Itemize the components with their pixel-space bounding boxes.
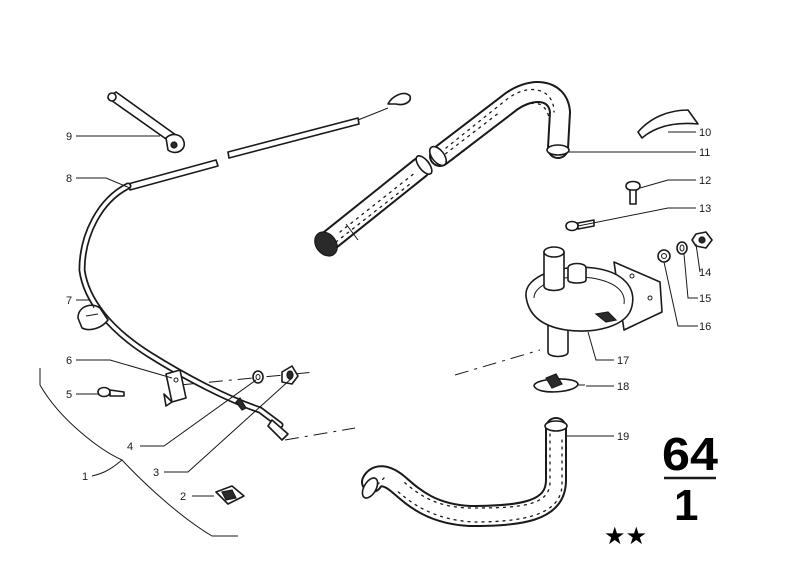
hose-part-11 [428,81,571,167]
callout-11: 11 [699,147,710,159]
hose-part-19 [361,417,568,527]
callout-13: 13 [699,203,711,215]
screw-part-5 [97,386,125,398]
nut-part-3 [281,365,299,385]
nut-part-2 [215,485,245,505]
valve-part-17 [525,246,663,358]
callout-18: 18 [617,381,629,393]
nut-part-14 [691,231,713,249]
callout-labels: 1 2 3 4 5 6 7 8 9 10 11 12 13 14 15 16 1… [66,127,711,503]
callout-9: 9 [66,131,72,143]
callout-1: 1 [82,471,88,483]
bracket-part-9 [107,91,186,154]
callout-10: 10 [699,127,711,139]
washer-part-15 [676,241,688,255]
leader-lines [39,131,716,537]
strip-part-10 [637,109,699,139]
callout-5: 5 [66,389,72,401]
callout-7: 7 [66,295,72,307]
callout-6: 6 [66,355,72,367]
group-number: 64 [662,428,718,480]
callout-3: 3 [153,467,159,479]
sub-number: 1 [674,481,698,530]
clip-part-7 [77,304,109,331]
pipe-connector [314,155,433,257]
callout-2: 2 [180,491,186,503]
callout-8: 8 [66,173,72,185]
callout-16: 16 [699,321,711,333]
rating-stars: ★★ [604,522,647,550]
washer-part-16 [657,249,671,263]
callout-19: 19 [617,431,629,443]
callout-12: 12 [699,175,711,187]
clamp-part-18 [533,373,579,393]
assembly-lines [179,349,585,441]
callout-14: 14 [699,267,711,279]
cable-part-8 [78,92,412,441]
bolt-part-12 [625,180,641,205]
callout-17: 17 [617,355,629,367]
callout-15: 15 [699,293,711,305]
callout-4: 4 [127,441,133,453]
